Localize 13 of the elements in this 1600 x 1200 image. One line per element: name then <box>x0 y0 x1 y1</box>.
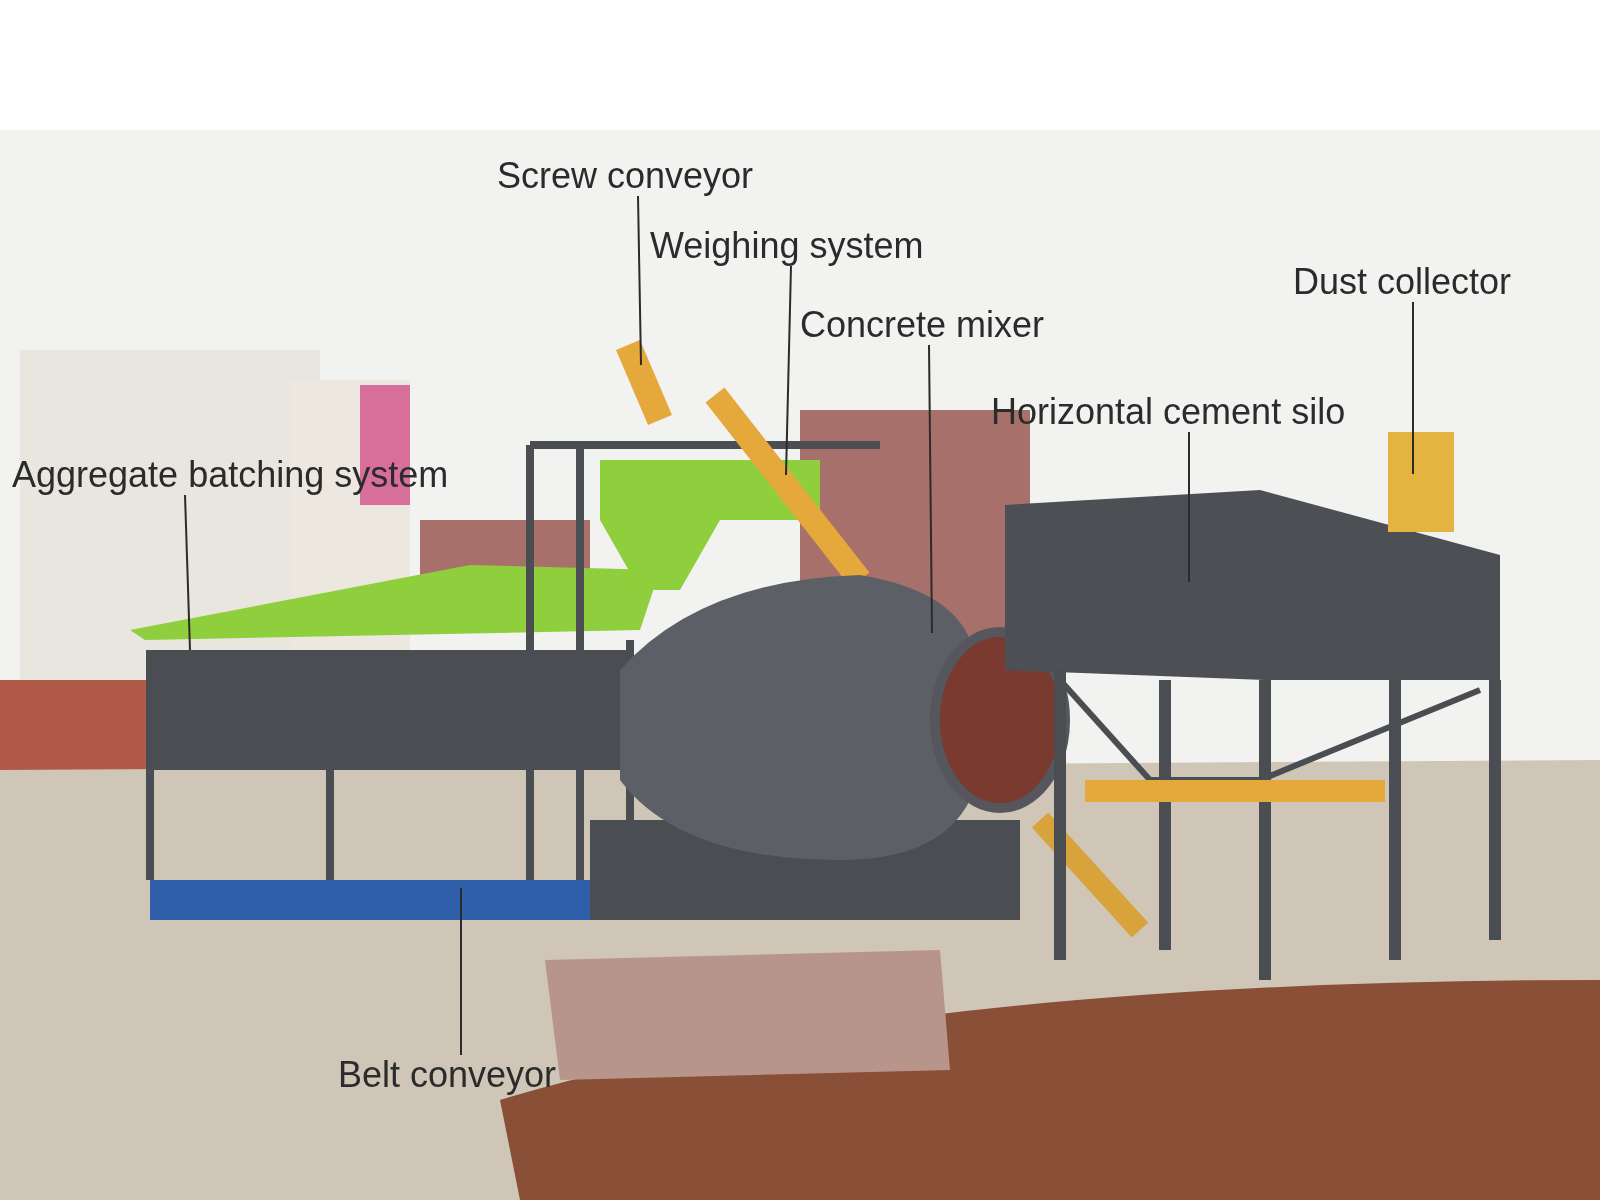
callout-label: Horizontal cement silo <box>991 391 1346 432</box>
leader-line <box>785 265 792 476</box>
leader-line <box>637 195 642 366</box>
callout-label: Screw conveyor <box>497 155 754 196</box>
leader-line <box>1412 301 1414 475</box>
callout-label: Weighing system <box>650 225 924 266</box>
callout-label: Belt conveyor <box>338 1054 557 1095</box>
callout-label: Concrete mixer <box>800 304 1045 345</box>
leader-line <box>460 887 462 1056</box>
leader-line <box>1188 431 1190 583</box>
leader-line <box>928 344 933 634</box>
callout-label: Dust collector <box>1293 261 1512 302</box>
leader-line <box>184 494 191 651</box>
